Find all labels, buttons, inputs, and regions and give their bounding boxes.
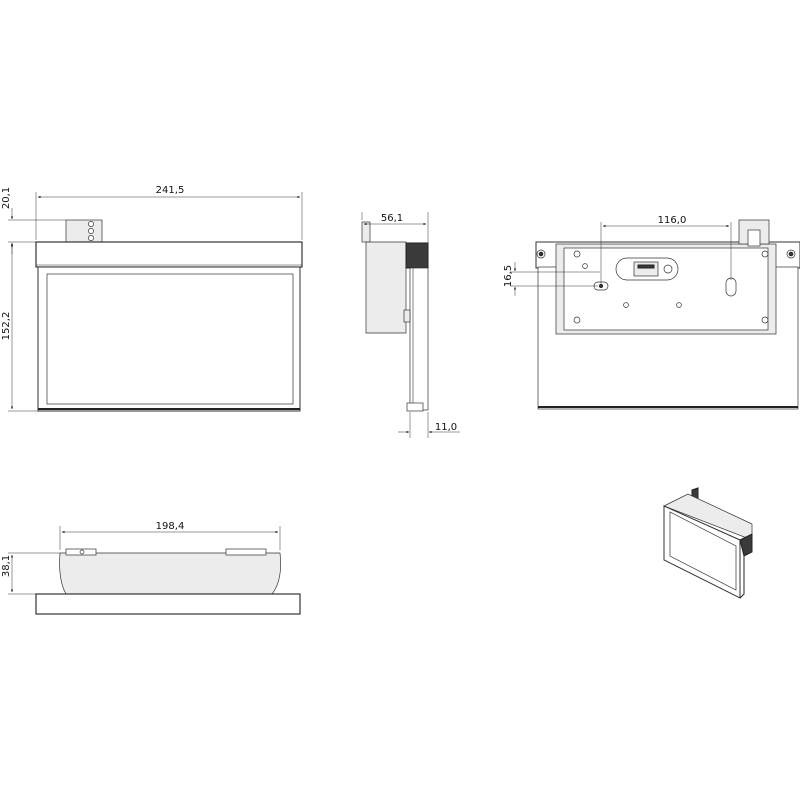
screw-icon [573, 250, 581, 258]
side-head [405, 242, 429, 269]
slot-hole [725, 277, 737, 297]
dim-bottom-depth: 38,1 [1, 555, 12, 577]
dim-bottom-width: 198,4 [156, 521, 185, 532]
back-view: 116,0 16,5 [503, 215, 800, 410]
bottom-body [59, 552, 281, 595]
mounting-block [65, 219, 103, 243]
dim-front-width: 241,5 [156, 185, 185, 196]
bottom-view: 198,4 38,1 [1, 521, 301, 615]
dim-back-hole-spacing: 116,0 [658, 215, 687, 226]
screw-icon [88, 235, 94, 241]
screw-icon [88, 221, 94, 227]
side-view: 56,1 11,0 [361, 212, 460, 438]
dim-back-hole-offset: 16,5 [503, 265, 514, 287]
dim-side-depth: 56,1 [381, 213, 403, 224]
screw-icon [573, 316, 581, 324]
dim-side-plate: 11,0 [435, 422, 457, 433]
front-housing [35, 241, 303, 268]
iso-window [669, 511, 737, 591]
side-body [365, 241, 407, 334]
iso-side [739, 533, 753, 557]
dim-front-height: 152,2 [1, 312, 12, 341]
screw-icon [88, 228, 94, 234]
side-bracket [361, 221, 371, 243]
dim-top-block-height: 20,1 [1, 187, 12, 209]
front-view: 241,5 20,1 152,2 [1, 185, 303, 412]
screw-icon [761, 316, 769, 324]
screw-icon [761, 250, 769, 258]
iso-top [663, 493, 753, 541]
bottom-plate [35, 593, 301, 615]
front-panel-window [46, 273, 294, 405]
isometric-view [663, 487, 753, 599]
